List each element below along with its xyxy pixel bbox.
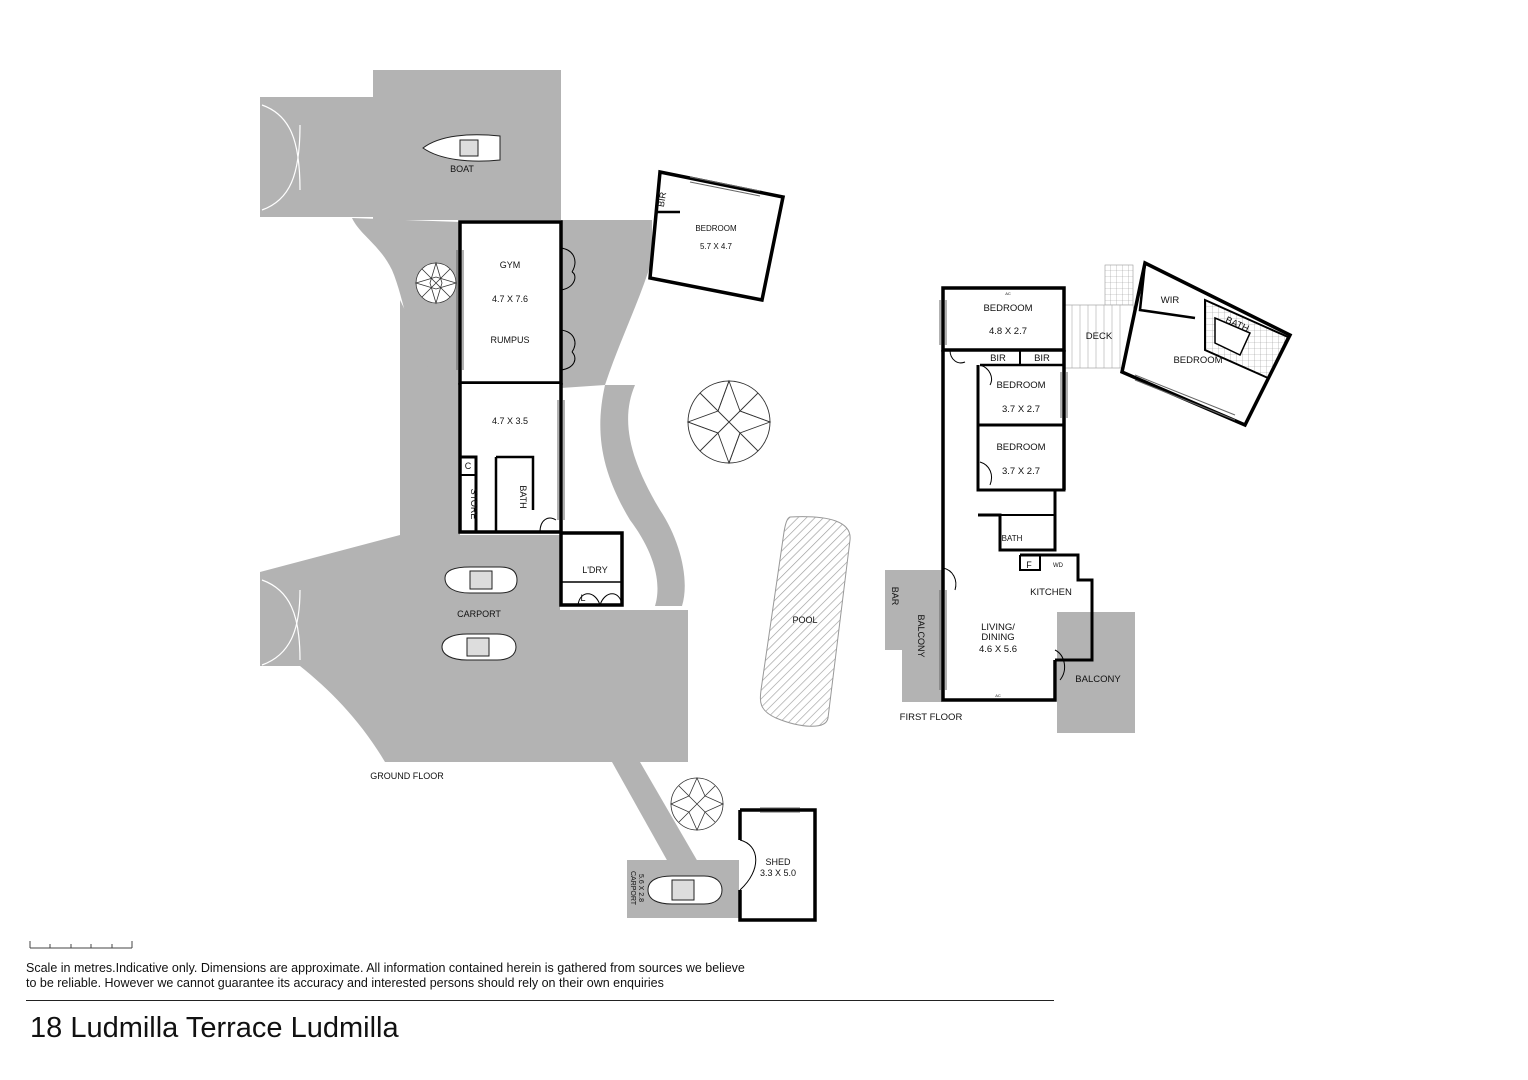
label-bir2: BIR [1034,353,1050,364]
property-address: 18 Ludmilla Terrace Ludmilla [30,1012,399,1044]
label-wir: WIR [1161,295,1180,306]
label-dining: DINING [981,632,1014,643]
label-wd: WD [1053,563,1064,569]
shed-path [612,762,698,862]
tree-icon-1 [414,261,458,305]
front-driveway [260,535,560,762]
label-bar: BAR [890,587,900,606]
laundry-room [559,531,624,607]
winding-path [600,385,685,606]
label-first-floor: FIRST FLOOR [900,712,963,723]
deck-boards [1071,305,1121,368]
label-room-under-dims: 4.7 X 3.5 [492,416,528,426]
stair-steps [1104,264,1134,306]
label-bath-ground: BATH [518,485,528,508]
label-detached-bedroom: BEDROOM [695,224,737,233]
boat-left-area [260,97,373,217]
label-boat: BOAT [450,164,474,174]
first-windows [939,300,1236,690]
label-bedroom1-dims: 4.8 X 2.7 [989,326,1027,337]
pool [759,516,851,727]
label-master-bedroom: BEDROOM [1173,355,1222,366]
garage-doors [261,104,301,666]
car-icon-2 [441,633,517,661]
label-shed: SHED [765,857,791,867]
scale-bar [29,941,133,949]
label-bedroom2: BEDROOM [996,380,1045,391]
first-doors [942,349,1066,681]
bar-slab [885,570,907,650]
first-labels: BEDROOM 4.8 X 2.7 BIR BIR BEDROOM 3.7 X … [890,291,1251,723]
label-c: C [465,461,472,471]
shed [738,808,817,922]
label-bedroom3-dims: 3.7 X 2.7 [1002,466,1040,477]
tree-icon-2 [686,379,772,465]
label-balcony-left: BALCONY [916,614,926,657]
ground-labels: BOAT GYM 4.7 X 7.6 RUMPUS 4.7 X 3.5 C ST… [370,164,817,906]
label-bedroom3: BEDROOM [996,442,1045,453]
label-pool: POOL [792,615,817,625]
label-deck: DECK [1086,331,1113,342]
label-detached-bedroom-dims: 5.7 X 4.7 [700,242,733,251]
label-shed-dims: 3.3 X 5.0 [760,868,796,878]
label-kitchen: KITCHEN [1030,587,1072,598]
lower-east-slab [560,610,688,762]
label-bath-first: BATH [1002,534,1023,543]
wir-wall [1138,262,1196,320]
side-path [352,218,460,383]
label-carport2: CARPORT [629,871,636,906]
balcony-right-slab [1057,612,1135,733]
label-ground-floor: GROUND FLOOR [370,771,444,781]
label-bir-detached: BIR [656,191,669,208]
ground-walls [458,169,817,922]
bedroom1-room [941,286,1066,352]
label-carport: CARPORT [457,609,501,619]
label-gym: GYM [500,260,521,270]
first-floor-balconies [885,570,1135,733]
ground-doors [539,247,757,891]
balcony-left-slab [902,570,942,702]
divider-line [26,1000,1054,1001]
label-balcony-right: BALCONY [1075,674,1121,685]
label-living: LIVING/ [981,622,1015,633]
label-bir1: BIR [990,353,1006,364]
label-l: L [580,593,585,603]
label-bedroom2-dims: 3.7 X 2.7 [1002,404,1040,415]
car-icon-3 [647,875,723,905]
label-rumpus: RUMPUS [490,335,529,345]
carport-slab [400,535,560,690]
label-living-dims: 4.6 X 5.6 [979,644,1017,655]
label-carport2-dims: 5.6 X 2.8 [637,874,644,902]
first-floor-walls [941,286,1094,702]
detached-bedroom [648,169,786,303]
label-ac-2: AC [995,693,1001,698]
tree-icon-3 [670,777,724,831]
label-fridge: F [1026,560,1032,570]
label-laundry: L'DRY [582,565,608,575]
label-store: STORE [469,489,479,520]
ground-windows [456,176,800,813]
east-paving [561,220,652,388]
label-bedroom1: BEDROOM [983,303,1032,314]
gym-room [458,220,563,385]
master-bath-inner [1214,316,1251,357]
label-gym-dims: 4.7 X 7.6 [492,294,528,304]
disclaimer-text: Scale in metres.Indicative only. Dimensi… [26,961,745,990]
label-ac-1: AC [1005,291,1011,296]
boat-icon [422,134,501,162]
car-icon-1 [444,566,518,594]
